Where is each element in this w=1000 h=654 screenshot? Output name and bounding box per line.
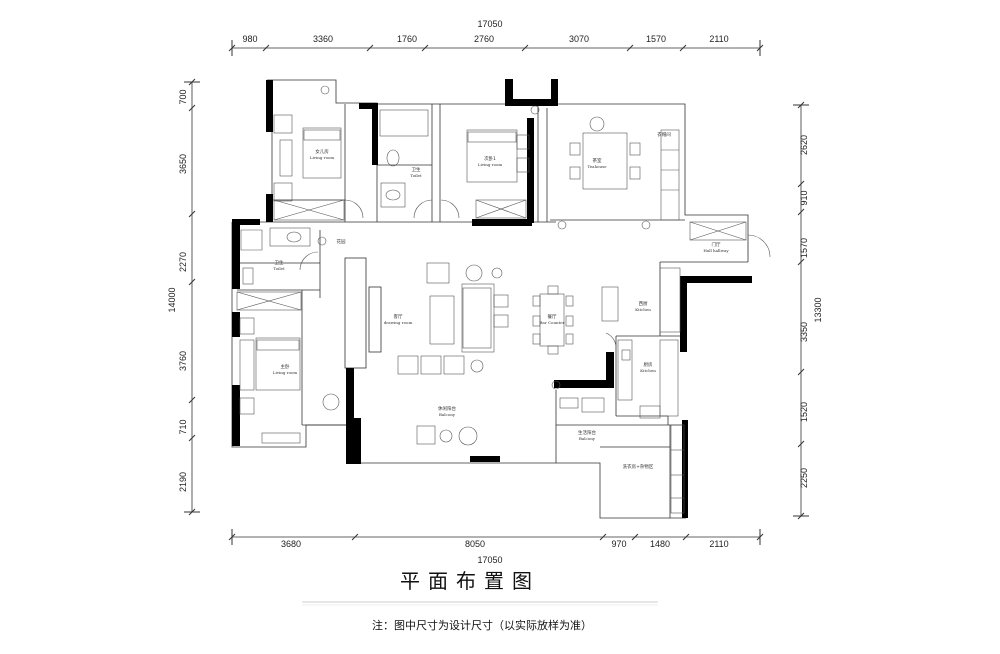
label-bedroom2-cn: 次卧1 bbox=[484, 155, 496, 162]
structural-walls bbox=[232, 79, 752, 518]
right-total-dim: 13300 bbox=[813, 297, 823, 322]
label-western-kitchen-en: Kitchen bbox=[635, 307, 651, 312]
right-dim-5: 1520 bbox=[799, 402, 809, 422]
label-tea-room-cn: 茶室 bbox=[593, 157, 602, 164]
label-kitchen-en: Kitchen bbox=[640, 368, 656, 373]
top-dim-1: 980 bbox=[242, 34, 257, 44]
label-entry-cn: 门厅 bbox=[712, 241, 721, 248]
label-balcony-service-en: Balcony bbox=[579, 436, 596, 441]
top-total-dim: 17050 bbox=[477, 19, 502, 29]
left-dim-2: 3650 bbox=[178, 154, 188, 174]
label-toilet-top-cn: 卫生 bbox=[412, 166, 421, 173]
drawing-note: 注：图中尺寸为设计尺寸（以实际放样为准） bbox=[372, 618, 592, 632]
top-dim-7: 2110 bbox=[709, 34, 728, 44]
right-dim-2: 910 bbox=[799, 190, 809, 205]
top-dim-4: 2760 bbox=[474, 34, 494, 44]
bottom-dimension-chain: 3680 8050 970 1480 2110 17050 bbox=[228, 529, 764, 565]
left-dim-6: 2190 bbox=[178, 472, 188, 492]
label-toilet-top-en: Toilet bbox=[410, 173, 422, 178]
right-dim-6: 2250 bbox=[799, 468, 809, 488]
label-bar-en: Bar Counter bbox=[539, 320, 564, 325]
label-toilet-left-en: Toilet bbox=[273, 266, 285, 271]
top-dim-2: 3360 bbox=[313, 34, 333, 44]
left-total-dim: 14000 bbox=[167, 287, 177, 312]
label-kitchen-cn: 厨房 bbox=[644, 361, 653, 368]
furniture bbox=[236, 85, 771, 514]
top-dim-6: 1570 bbox=[646, 34, 666, 44]
label-entry-en: Hall hallway bbox=[703, 248, 729, 253]
bottom-dim-1: 3680 bbox=[281, 539, 301, 549]
left-dim-1: 700 bbox=[178, 89, 188, 104]
label-closet-cn: 衣帽间 bbox=[657, 131, 671, 138]
label-master-bedroom-en: Living room bbox=[273, 370, 298, 375]
label-bar-cn: 餐厅 bbox=[548, 313, 557, 320]
top-dimension-chain: 17050 980 3360 1760 2760 3070 1570 2110 bbox=[228, 19, 764, 56]
bottom-dim-5: 2110 bbox=[709, 539, 728, 549]
label-toilet-left-cn: 卫生 bbox=[275, 259, 284, 266]
label-drawing-room-cn: 客厅 bbox=[394, 313, 403, 320]
right-dim-3: 1570 bbox=[799, 238, 809, 258]
label-balcony-service-cn: 生活阳台 bbox=[578, 429, 596, 436]
top-dim-3: 1760 bbox=[397, 34, 417, 44]
label-child-room-cn: 女儿房 bbox=[315, 148, 329, 155]
left-dim-4: 3760 bbox=[178, 351, 188, 371]
label-master-bedroom-cn: 主卧 bbox=[281, 363, 290, 370]
thin-walls bbox=[231, 79, 749, 519]
bottom-dim-2: 8050 bbox=[465, 539, 485, 549]
left-dim-3: 2270 bbox=[178, 252, 188, 272]
right-dim-4: 3350 bbox=[799, 322, 809, 342]
left-dim-5: 710 bbox=[178, 419, 188, 434]
room-labels: 女儿房 Living room 卫生 Toilet 次卧1 Living roo… bbox=[273, 131, 730, 470]
right-dim-1: 2620 bbox=[799, 135, 809, 155]
drawing-title: 平面布置图 bbox=[400, 569, 540, 593]
bottom-dim-3: 970 bbox=[611, 539, 626, 549]
label-tea-room-en: Teahouse bbox=[587, 164, 607, 169]
label-bedroom2-en: Living room bbox=[478, 162, 503, 167]
left-dimension-chain: 700 3650 2270 3760 710 2190 14000 bbox=[167, 78, 200, 516]
label-garden-cn: 花园 bbox=[337, 238, 346, 245]
label-laundry-cn: 洗衣房+杂物区 bbox=[623, 463, 654, 470]
label-child-room-en: Living room bbox=[310, 155, 335, 160]
label-balcony-main-cn: 休闲阳台 bbox=[438, 405, 456, 412]
top-dim-5: 3070 bbox=[569, 34, 589, 44]
label-western-kitchen-cn: 西厨 bbox=[639, 301, 648, 307]
label-balcony-main-en: Balcony bbox=[439, 412, 456, 417]
right-dimension-chain: 2620 910 1570 3350 1520 2250 13300 bbox=[793, 101, 823, 520]
bottom-total-dim: 17050 bbox=[477, 555, 502, 565]
bottom-dim-4: 1480 bbox=[650, 539, 670, 549]
label-drawing-room-en: drawing room bbox=[384, 320, 413, 325]
